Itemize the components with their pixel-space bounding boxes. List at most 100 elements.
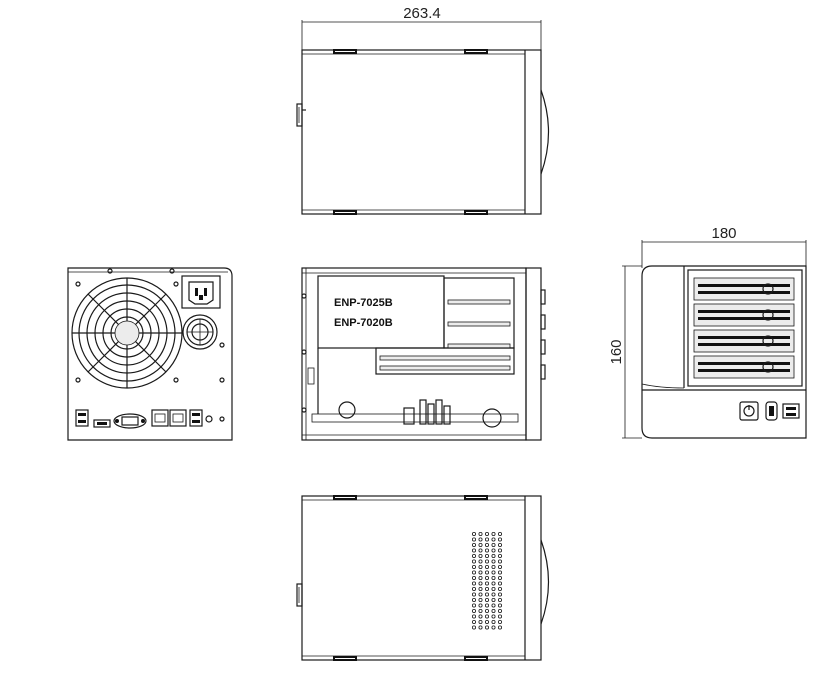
vent-hole xyxy=(497,614,502,619)
vent-hole xyxy=(471,532,476,537)
vent-hole xyxy=(491,565,496,570)
vent-hole xyxy=(497,537,502,542)
vent-hole xyxy=(478,587,483,592)
vent-hole xyxy=(497,576,502,581)
vent-hole xyxy=(484,587,489,592)
vent-hole xyxy=(491,554,496,559)
vent-hole xyxy=(491,620,496,625)
vent-hole xyxy=(478,576,483,581)
vent-hole xyxy=(497,554,502,559)
vent-hole xyxy=(478,537,483,542)
vent-hole xyxy=(471,620,476,625)
vent-hole xyxy=(478,620,483,625)
vent-hole xyxy=(484,543,489,548)
vent-hole xyxy=(484,537,489,542)
vent-hole xyxy=(484,614,489,619)
side-view-internal: ENP-7025B ENP-7020B xyxy=(301,267,546,441)
vent-hole xyxy=(497,598,502,603)
vent-hole xyxy=(497,603,502,608)
vent-hole xyxy=(497,592,502,597)
vent-hole xyxy=(484,532,489,537)
vent-hole xyxy=(491,587,496,592)
vent-hole xyxy=(484,592,489,597)
vent-hole xyxy=(478,559,483,564)
vent-hole xyxy=(471,609,476,614)
vent-hole xyxy=(497,587,502,592)
vent-hole xyxy=(471,543,476,548)
vent-hole xyxy=(484,554,489,559)
vent-hole xyxy=(471,598,476,603)
vent-hole xyxy=(478,554,483,559)
vent-hole xyxy=(497,559,502,564)
vent-hole xyxy=(471,614,476,619)
vent-hole xyxy=(478,581,483,586)
vent-hole xyxy=(478,592,483,597)
vent-hole xyxy=(497,570,502,575)
board-connectors xyxy=(403,399,451,425)
vent-hole xyxy=(484,598,489,603)
vent-hole xyxy=(497,581,502,586)
vent-hole xyxy=(471,537,476,542)
vent-hole xyxy=(491,581,496,586)
top-view: 263.4 xyxy=(296,5,550,215)
vent-hole-pattern xyxy=(471,532,502,630)
vent-hole xyxy=(491,559,496,564)
front-view: 180 160 xyxy=(608,225,807,439)
vent-hole xyxy=(471,576,476,581)
vent-hole xyxy=(478,532,483,537)
vent-hole xyxy=(484,603,489,608)
vent-hole xyxy=(484,609,489,614)
power-inlet xyxy=(181,275,221,309)
vent-hole xyxy=(484,548,489,553)
vent-hole xyxy=(478,603,483,608)
vent-hole xyxy=(491,598,496,603)
vent-hole xyxy=(497,625,502,630)
vent-hole xyxy=(471,625,476,630)
vent-hole xyxy=(491,614,496,619)
vent-hole xyxy=(497,620,502,625)
vent-hole xyxy=(491,576,496,581)
vent-hole xyxy=(491,537,496,542)
length-dimension: 263.4 xyxy=(301,5,542,50)
vent-hole xyxy=(491,543,496,548)
vent-hole xyxy=(497,565,502,570)
psu-fan xyxy=(182,314,218,350)
vent-hole xyxy=(497,548,502,553)
vent-hole xyxy=(471,570,476,575)
vent-hole xyxy=(491,570,496,575)
vent-hole xyxy=(484,576,489,581)
drive-bay-bumps xyxy=(540,289,546,380)
vent-hole xyxy=(478,614,483,619)
vent-hole xyxy=(491,532,496,537)
vent-hole xyxy=(491,609,496,614)
model-label-1: ENP-7025B xyxy=(334,297,393,309)
vent-hole xyxy=(497,532,502,537)
vent-hole xyxy=(478,598,483,603)
vent-hole xyxy=(484,570,489,575)
vent-hole xyxy=(471,565,476,570)
vent-hole xyxy=(471,592,476,597)
power-button xyxy=(739,401,759,421)
fan-grille xyxy=(71,277,183,389)
vent-hole xyxy=(471,548,476,553)
vent-hole xyxy=(471,587,476,592)
drive-trays xyxy=(693,277,795,379)
vent-hole xyxy=(471,559,476,564)
vent-hole xyxy=(471,581,476,586)
drive-rails xyxy=(375,277,515,375)
height-dimension-label: 160 xyxy=(608,339,625,364)
usb-port xyxy=(765,401,778,421)
vent-hole xyxy=(478,543,483,548)
vent-hole xyxy=(491,548,496,553)
vent-hole xyxy=(471,554,476,559)
rear-io-ports xyxy=(75,409,225,429)
vent-hole xyxy=(478,548,483,553)
length-dimension-label: 263.4 xyxy=(403,5,441,22)
vent-hole xyxy=(478,565,483,570)
vent-hole xyxy=(484,620,489,625)
vent-hole xyxy=(497,609,502,614)
bottom-view xyxy=(296,495,550,661)
vent-hole xyxy=(484,565,489,570)
vent-hole xyxy=(491,625,496,630)
